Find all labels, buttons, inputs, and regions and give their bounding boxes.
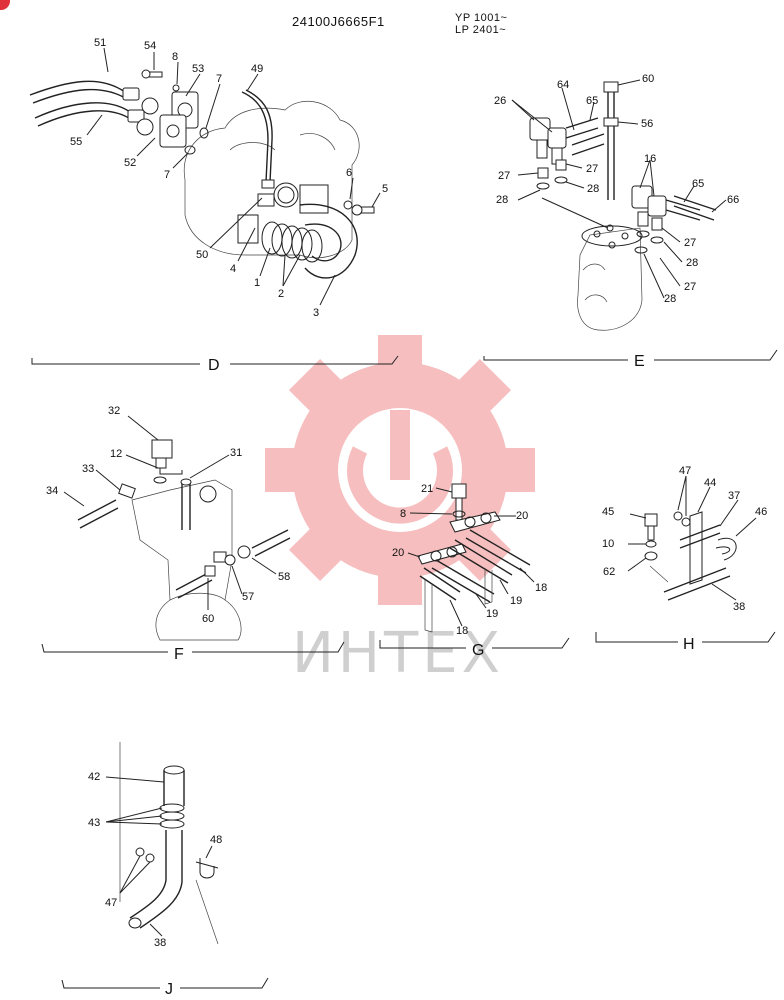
callout-38-j: 38: [154, 937, 166, 949]
callout-27c: 27: [684, 237, 696, 249]
callout-52: 52: [124, 157, 136, 169]
section-h-drawing: [595, 475, 776, 643]
callout-66: 66: [727, 194, 739, 206]
callout-28b: 28: [496, 194, 508, 206]
callout-28c: 28: [686, 257, 698, 269]
section-d-drawing: [29, 47, 399, 365]
callout-65: 65: [586, 95, 598, 107]
callout-8-g: 8: [400, 508, 406, 520]
section-label-f: F: [174, 646, 184, 663]
callout-56: 56: [641, 118, 653, 130]
section-f-drawing: [41, 415, 345, 653]
section-e-drawing: [483, 79, 778, 361]
callout-43: 43: [88, 817, 100, 829]
callout-20b: 20: [392, 547, 404, 559]
callout-47-j: 47: [105, 897, 117, 909]
callout-7b: 7: [164, 169, 170, 181]
callout-3: 3: [313, 307, 319, 319]
callout-57: 57: [242, 591, 254, 603]
callout-60: 60: [642, 73, 654, 85]
section-label-d: D: [208, 357, 220, 374]
callout-19b: 19: [486, 608, 498, 620]
drawing-code: 24100J6665F1: [292, 14, 385, 29]
callout-21: 21: [421, 483, 433, 495]
section-f-labels: 32 12 31 33 34 58 57 60 F: [46, 405, 290, 663]
callout-60-f: 60: [202, 613, 214, 625]
serial-range-2: LP 2401~: [455, 24, 507, 36]
callout-54: 54: [144, 40, 156, 52]
callout-31: 31: [230, 447, 242, 459]
callout-48: 48: [210, 834, 222, 846]
callout-10: 10: [602, 538, 614, 550]
callout-27d: 27: [684, 281, 696, 293]
callout-6: 6: [346, 167, 352, 179]
section-e-labels: 60 26 64 65 56 27 27 28 28 16 65 66 27 2…: [494, 73, 739, 370]
callout-53: 53: [192, 63, 204, 75]
section-label-h: H: [683, 636, 695, 653]
callout-47: 47: [679, 465, 691, 477]
callout-55: 55: [70, 136, 82, 148]
callout-27b: 27: [498, 170, 510, 182]
section-j-labels: 42 43 48 47 38 J: [88, 771, 222, 998]
callout-2: 2: [278, 288, 284, 300]
callout-28: 28: [587, 183, 599, 195]
callout-42: 42: [88, 771, 100, 783]
callout-18b: 18: [456, 625, 468, 637]
section-d-labels: 51 54 8 53 7 49 55 52 7 6 5 50 4 1 2 3 D: [70, 37, 388, 374]
callout-38: 38: [733, 601, 745, 613]
callout-45: 45: [602, 506, 614, 518]
section-label-j: J: [165, 981, 173, 998]
callout-28d: 28: [664, 293, 676, 305]
callout-49: 49: [251, 63, 263, 75]
callout-64: 64: [557, 79, 569, 91]
callout-58: 58: [278, 571, 290, 583]
callout-27: 27: [586, 163, 598, 175]
callout-4: 4: [230, 263, 236, 275]
serial-range-1: YP 1001~: [455, 12, 508, 24]
section-j-drawing: [61, 742, 269, 989]
callout-20: 20: [516, 510, 528, 522]
watermark-text: ИНТЕХ: [292, 621, 504, 686]
section-g-labels: 21 8 20 20 18 19 19 18 G: [392, 483, 547, 659]
section-h-labels: 47 44 37 45 46 10 62 38 H: [602, 465, 767, 653]
callout-26: 26: [494, 95, 506, 107]
callout-33: 33: [82, 463, 94, 475]
callout-62: 62: [603, 566, 615, 578]
callout-18: 18: [535, 582, 547, 594]
callout-19: 19: [510, 595, 522, 607]
callout-50: 50: [196, 249, 208, 261]
section-label-g: G: [472, 642, 484, 659]
callout-37: 37: [728, 490, 740, 502]
callout-51: 51: [94, 37, 106, 49]
callout-65b: 65: [692, 178, 704, 190]
callout-46: 46: [755, 506, 767, 518]
section-label-e: E: [634, 353, 645, 370]
callout-34: 34: [46, 485, 58, 497]
callout-5: 5: [382, 183, 388, 195]
callout-8: 8: [172, 51, 178, 63]
corner-badge: [0, 0, 10, 10]
callout-7: 7: [216, 73, 222, 85]
callout-16: 16: [644, 153, 656, 165]
callout-1: 1: [254, 277, 260, 289]
callout-32: 32: [108, 405, 120, 417]
callout-12: 12: [110, 448, 122, 460]
callout-44: 44: [704, 477, 716, 489]
section-g-drawing: [379, 483, 570, 649]
